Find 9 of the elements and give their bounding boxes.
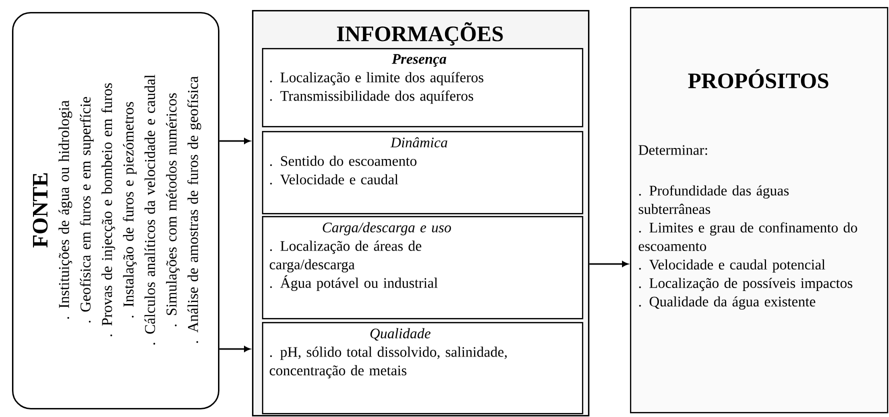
arrow bbox=[219, 346, 250, 352]
arrow bbox=[589, 261, 628, 267]
category-box: Dinâmica . Sentido do escoamento . Velocidade e caudal bbox=[262, 131, 584, 214]
purpose-box: PROPÓSITOS Determinar: . Profundidade das águas subterrâneas . Limites e grau de confinamento do escoamento . Velocidade e caudal potencial . Localização de possíveis impactos . Qualidade da água existente bbox=[630, 7, 888, 414]
category-box: Qualidade . pH, sólido total dissolvido, salinidade, concentração de metais bbox=[262, 322, 584, 414]
category-box: Presença . Localização e limite dos aquíferos . Transmissibilidade dos aquíferos bbox=[262, 48, 584, 128]
category-box: Carga/descarga e uso . Localização de áreas de carga/descarga . Água potável ou industrial bbox=[262, 216, 584, 320]
source-box: FONTE . Instituições de água ou hidrologia . Geofísica em furos e em superfície . Provas de injecção e bombeio em furos . Instalação de furos e piezómetros . Cálculos analíticos da velocidade e caudal . Simulações com métodos numéricos . Análise de amostras de furos de geofísica bbox=[12, 12, 220, 410]
arrow bbox=[219, 138, 250, 144]
